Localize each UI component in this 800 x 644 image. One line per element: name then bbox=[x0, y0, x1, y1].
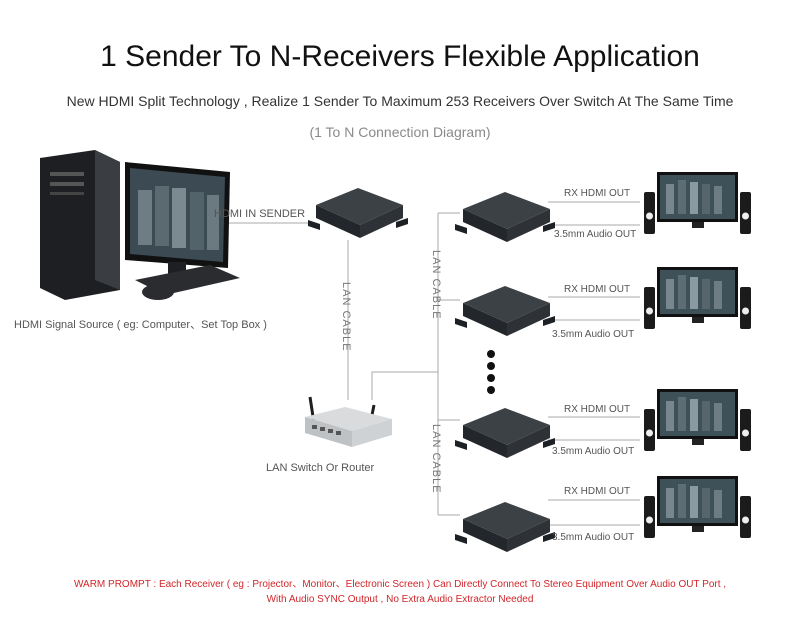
receiver-device-icon bbox=[455, 502, 555, 552]
display-with-speakers-icon bbox=[644, 476, 751, 538]
warning-line-1: WARM PROMPT : Each Receiver ( eg : Proje… bbox=[73, 579, 727, 590]
lan-cable-label-1: LAN CABLE bbox=[340, 282, 352, 352]
display-with-speakers-icon bbox=[644, 267, 751, 329]
audio-out-label: 3.5mm Audio OUT bbox=[552, 532, 635, 543]
page-subtitle: New HDMI Split Technology , Realize 1 Se… bbox=[66, 93, 734, 109]
receiver-device-icon bbox=[455, 286, 555, 336]
audio-out-label: 3.5mm Audio OUT bbox=[554, 229, 637, 240]
display-with-speakers-icon bbox=[644, 389, 751, 451]
rx-hdmi-out-label: RX HDMI OUT bbox=[564, 188, 631, 199]
display-with-speakers-icon bbox=[644, 172, 751, 234]
receiver-device-icon bbox=[455, 192, 555, 242]
sender-device-icon bbox=[308, 188, 408, 238]
router-icon bbox=[305, 396, 392, 447]
warning-line-2: With Audio SYNC Output , No Extra Audio … bbox=[266, 594, 534, 605]
diagram-caption: (1 To N Connection Diagram) bbox=[309, 124, 491, 140]
rx-hdmi-out-label: RX HDMI OUT bbox=[564, 486, 631, 497]
more-receivers-dots bbox=[487, 350, 495, 394]
lan-cable-label-2: LAN CABLE bbox=[430, 250, 442, 320]
computer-icon bbox=[40, 150, 240, 300]
receiver-device-icon bbox=[455, 408, 555, 458]
switch-label: LAN Switch Or Router bbox=[266, 462, 375, 474]
page-title: 1 Sender To N-Receivers Flexible Applica… bbox=[100, 40, 700, 73]
lan-cable-label-3: LAN CABLE bbox=[430, 424, 442, 494]
audio-out-label: 3.5mm Audio OUT bbox=[552, 329, 635, 340]
rx-hdmi-out-label: RX HDMI OUT bbox=[564, 404, 631, 415]
rx-hdmi-out-label: RX HDMI OUT bbox=[564, 284, 631, 295]
audio-out-label: 3.5mm Audio OUT bbox=[552, 446, 635, 457]
source-label: HDMI Signal Source ( eg: Computer、Set To… bbox=[14, 319, 267, 331]
sender-label: HDMI IN SENDER bbox=[214, 208, 306, 220]
